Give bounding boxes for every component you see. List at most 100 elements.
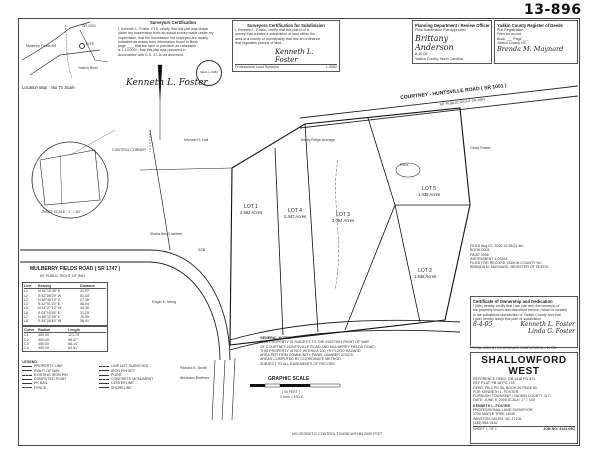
legend-title: LEGEND [22,360,37,364]
ownership-date: 8-4-05 [473,321,493,329]
legend-item: CENTERLINE [99,381,172,385]
legend-symbol-icon [99,383,109,385]
lot-line [394,204,421,323]
lot-label: LOT 5 1.438 Acres [418,186,440,197]
lot-name: LOT 5 [422,186,436,192]
line-table-row-cell: L7 [24,315,28,320]
subdivision-cert-title: Surveyors Certification for Subdivision [247,23,325,28]
title-line: FORBUSH TOWNSHIP / YADKIN COUNTY, N.C. [473,394,552,399]
owner-signature: Linda G. Foster [528,328,575,336]
legend-symbol-icon [99,378,109,380]
legend-label: CENTERLINE [111,381,134,386]
curve-table-col-header: Curve [24,328,35,332]
graphic-scale-title: GRAPHIC SCALE [268,376,310,382]
surveyor-line: PROFESSIONAL LAND SURVEYOR [473,408,533,413]
sheet-number: SHEET 1 OF 1 [473,427,497,432]
location-map-title: Location Map - Not To Scale [22,85,75,90]
filing-block: FILED Aug 07, 2005 10:28:01 am BOOK 0003… [470,244,578,270]
filing-line: PAGE 0096 [470,252,489,257]
curve-table-row-cell: C1 [24,333,29,338]
note-line: THIS PROPERTY IS NOT WITHIN A 100 YR FLO… [260,348,361,353]
subdivision-cert-line: I, Kenneth L. Foster, certify that this … [235,28,309,32]
lot-label: LOT 1 2.852 Acres [240,204,262,215]
total-area: TOTAL AREA BY CO-ORDINATE COMPUTATION = … [472,346,557,350]
legend-item: COMPUTED POINT [22,377,95,381]
note-line: SUBJECT TO ALL EASEMENTS OF RECORD. [260,361,336,366]
filing-line: FILED Aug 07, 2005 10:28:01 am [470,244,524,248]
adjoiner-label: Michael D. Hall [184,138,209,142]
planning-subtitle: Final Subdivision Plat Approved [415,28,466,32]
legend-symbol-icon [22,374,32,376]
register-subtitle: Plat Registration [497,28,524,32]
courtney-road-line [299,85,579,119]
legend-label: RIGHT OF WAY [34,368,60,373]
legend-label: PK NAIL [34,381,48,386]
ssb-label: SSB [198,248,206,252]
ownership-certificate: Certificate of Ownership and Dedication … [470,296,578,348]
control-corner-label: CONTROL CORNER [112,148,147,152]
surveyor-seal: SEAL L-3082 [196,60,222,86]
ownership-line: in the subdivision jurisdiction of Yadki… [473,312,561,317]
register-signature: Brenda M. Maynard [497,45,564,54]
legend-item: RIGHT OF WAY [22,369,95,373]
pond-label: Pond [400,163,409,167]
register-of-deeds: Yadkin County Register of Deeds Plat Reg… [494,20,578,64]
legend-symbol-icon [22,370,32,372]
legend-symbol-icon [99,365,109,367]
curve-table-row-cell: 98.47' [68,337,78,342]
map-label-mulberry: Mulberry Fields Rd [26,44,57,48]
subdivision-certification: Surveyors Certification for Subdivision … [232,20,340,72]
lot-acres: 2.447 Acres [284,214,307,219]
register-line: Filed for record [497,32,522,37]
line-table-row-cell: S 42°51'23" E [38,302,61,307]
curve-table-row-cell: 88.14' [68,341,78,346]
legend-label: CONCRETE MONUMENT [111,377,154,382]
surveyors-cert-line: accordance with G.S. 47-30 as amended. [118,52,185,57]
planning-approval: Planning Department / Review Officer Fin… [412,20,492,64]
planning-title: Planning Department / Review Officer [415,23,490,28]
graphic-scale-units: ( IN FEET ) [282,390,301,394]
legend-label: POINT [111,372,122,377]
filing-line: BOOK 0003 [470,248,490,253]
lot-line [304,123,319,333]
mulberry-road-line [20,249,231,361]
curve-table-col-header: Length [68,328,80,332]
legend-item: EXISTING IRON PIN [22,373,95,377]
ownership-line: the property shown and described hereon,… [473,308,567,313]
site-marker-icon [79,43,85,49]
line-table-row-cell: S 52°08'29" W [38,293,62,298]
line-table-row-cell: S 03°10'45" E [38,310,61,315]
title-block: SHALLOWFORD WEST REFERENCE DEED: DB 1418… [470,352,578,444]
surveyors-cert-line: is 1:10,000+; that this plat was prepare… [118,48,186,53]
line-table-row-cell: L5 [24,306,28,311]
line-table-header: Line Bearing Distance [24,284,106,290]
inset-circle [31,141,109,219]
subdivision-cert-line: area of a county or municipality that ha… [235,36,321,41]
curve-table-header: Curve Radius Length [24,328,106,334]
note-line: OF COURTNEY-HUNTSVILLE ROAD AND MULBERRY… [260,344,376,349]
general-notes: GENERAL NOTES THIS PROPERTY IS SUBJECT T… [260,336,400,366]
legend-item: IRON PIN SET [99,369,172,373]
curve-table-row-cell: C2 [24,337,29,342]
note-line: AREA PER FIRM COMMUNITY PANEL NUMBER 370… [260,353,354,358]
pond-shape [395,162,421,178]
title-line: REF PLAT: PB 18 PG 278 [473,381,515,386]
control-line [149,129,171,251]
legend-symbol-icon [22,383,32,385]
line-table-col-header: Distance [80,284,95,288]
legend-symbol-icon [22,378,32,380]
ownership-line: I (we) hereby adopt this plan of subdivi… [473,316,543,321]
line-table-row-cell: L3 [24,297,28,302]
legend-label: SHORELINE [111,385,132,390]
planning-caption: Yadkin County, North Carolina [415,56,464,61]
legend-item: PK NAIL [22,381,95,385]
